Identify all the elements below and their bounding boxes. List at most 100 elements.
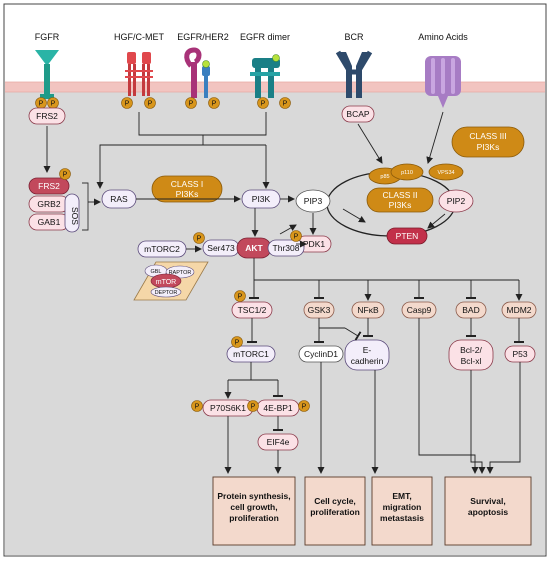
class-ii-pi3ks-box <box>366 187 434 213</box>
phospho-site: P <box>191 400 203 412</box>
phospho-site: P <box>193 232 205 244</box>
akt-label: AKT <box>245 243 263 253</box>
grb2-label: GRB2 <box>37 199 60 209</box>
pip3-label: PIP3 <box>304 196 323 206</box>
bcap-node <box>341 105 375 123</box>
thr308-label: Thr308 <box>273 243 300 253</box>
outcome-text: proliferation <box>229 513 279 523</box>
phospho-site: P <box>121 97 133 109</box>
e-cadherin-label-2: cadherin <box>351 356 384 366</box>
bcr-receptor-icon <box>335 50 373 98</box>
phospho-site: P <box>47 97 59 109</box>
complex-bracket <box>82 182 89 231</box>
phospho-label: P <box>238 294 243 301</box>
pip3-node <box>295 189 331 213</box>
vps34-subunit <box>428 163 464 181</box>
bcap-to-class-i-arrow <box>357 123 383 164</box>
class-iii-label: CLASS III <box>469 131 506 141</box>
outcome-box: Survival,apoptosis <box>444 476 532 546</box>
phospho-site: P <box>279 97 291 109</box>
phospho-label: P <box>294 234 299 241</box>
p70s6k1-label: P70S6K1 <box>210 403 246 413</box>
phospho-label: P <box>212 101 217 108</box>
outcome-text: Survival, <box>470 496 505 506</box>
raptor-label: RAPTOR <box>169 270 192 276</box>
mdm2-label: MDM2 <box>506 305 531 315</box>
phospho-label: P <box>197 236 202 243</box>
amino-acid-transporter-icon <box>425 56 461 108</box>
phospho-site: P <box>231 336 243 348</box>
phospho-site: P <box>290 230 302 242</box>
vps34-label: VPS34 <box>437 170 454 176</box>
pi3k-label: PI3K <box>252 194 271 204</box>
tsc12-label: TSC1/2 <box>238 305 267 315</box>
pip3-to-akt-arrow <box>279 224 297 235</box>
mtorc2-complex-icon <box>133 261 209 301</box>
mtorc1-label: mTORC1 <box>233 349 269 359</box>
phospho-site: P <box>257 97 269 109</box>
outcome-text: EMT, <box>392 491 411 501</box>
phospho-site: P <box>59 168 71 180</box>
cell-membrane <box>5 81 545 93</box>
frs2-complex-node <box>28 177 70 195</box>
gsk3-label: GSK3 <box>308 305 331 315</box>
phospho-label: P <box>39 101 44 108</box>
amino-acids-label: Amino Acids <box>418 32 468 42</box>
p85-label: p85 <box>380 174 389 180</box>
bcl2-to-survival-arrow <box>470 370 486 474</box>
fgfr-label: FGFR <box>35 32 60 42</box>
phospho-site: P <box>185 97 197 109</box>
phospho-label: P <box>195 404 200 411</box>
outcome-text: Cell cycle, <box>314 496 356 506</box>
deptor-label: DEPTOR <box>155 290 178 296</box>
pdk1-label: PDK1 <box>303 239 325 249</box>
bcl2-label: Bcl-2/ <box>460 345 482 355</box>
p53-label: P53 <box>512 349 527 359</box>
hgf-cmet-label: HGF/C-MET <box>114 32 164 42</box>
frs2-label: FRS2 <box>36 111 58 121</box>
pip2-node <box>438 189 474 213</box>
e-cadherin-node <box>344 339 390 371</box>
outcome-text: apoptosis <box>468 507 508 517</box>
class-iii-pi3ks-box <box>451 126 525 158</box>
p110-subunit <box>390 163 424 181</box>
phospho-site: P <box>208 97 220 109</box>
phospho-site: P <box>247 400 259 412</box>
egfr-her2-label: EGFR/HER2 <box>177 32 229 42</box>
egfr-dimer-receptor-icon <box>250 54 280 98</box>
receptor-bracket <box>138 112 267 136</box>
phospho-label: P <box>235 340 240 347</box>
phospho-label: P <box>302 404 307 411</box>
ras-label: RAS <box>110 194 128 204</box>
casp9-to-survival-arrow <box>418 318 479 474</box>
phospho-label: P <box>125 101 130 108</box>
sos-label: SOS <box>70 207 80 225</box>
ser473-label: Ser473 <box>207 243 235 253</box>
thr308-node <box>267 239 305 257</box>
gsk3-inhibits-ecad <box>344 327 362 341</box>
pten-label: PTEN <box>396 231 419 241</box>
class-i-pi3ks-label: PI3Ks <box>176 189 199 199</box>
phospho-site: P <box>234 290 246 302</box>
phospho-label: P <box>63 172 68 179</box>
sos-node <box>64 193 80 233</box>
outcome-box: Protein synthesis,cell growth,proliferat… <box>212 476 296 546</box>
receptors-to-ras-arrow <box>96 144 203 189</box>
pten-node <box>386 227 428 245</box>
mtorc2-label: mTORC2 <box>144 244 180 254</box>
class-ii-label: CLASS II <box>383 190 418 200</box>
phospho-label: P <box>283 101 288 108</box>
p110-label: p110 <box>401 170 413 176</box>
phospho-label: P <box>251 404 256 411</box>
frs2-complex-label: FRS2 <box>38 181 60 191</box>
phospho-site: P <box>144 97 156 109</box>
bcr-label: BCR <box>344 32 364 42</box>
cyclind1-label: CyclinD1 <box>304 349 338 359</box>
casp9-label: Casp9 <box>407 305 432 315</box>
pip2-label: PIP2 <box>447 196 466 206</box>
hgf-cmet-receptor-icon <box>125 52 153 96</box>
bclxl-label: Bcl-xl <box>461 356 482 366</box>
egfr-dimer-label: EGFR dimer <box>240 32 290 42</box>
fgfr-receptor-icon <box>35 50 59 99</box>
